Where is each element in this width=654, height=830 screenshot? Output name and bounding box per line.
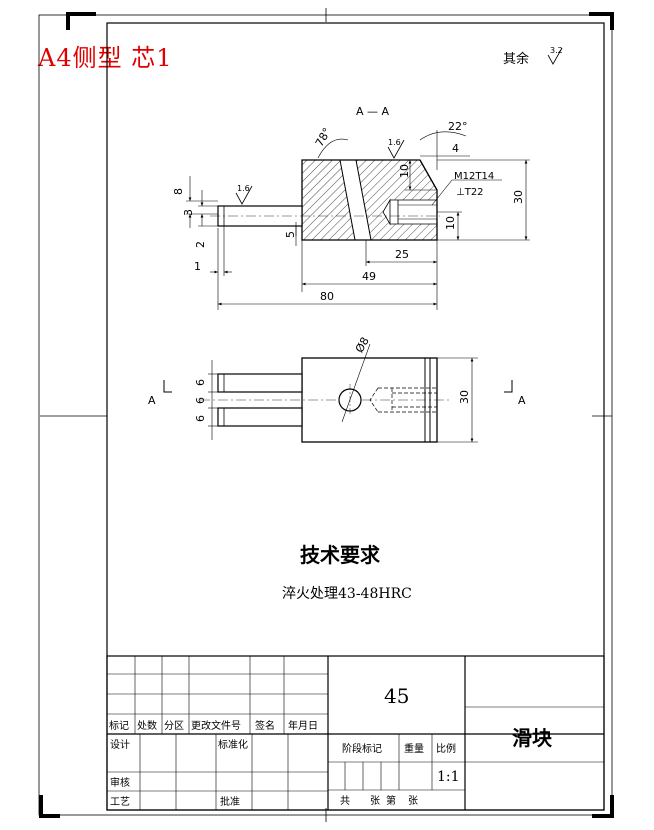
section-title: A — A — [356, 105, 390, 118]
dim-4: 4 — [452, 142, 459, 155]
section-view: A — A — [172, 105, 530, 310]
dim-10-top: 10 — [398, 164, 411, 178]
tb-material: 45 — [384, 684, 409, 708]
angle-78: 78° — [313, 126, 334, 149]
tb-chushu: 处数 — [137, 719, 157, 732]
tech-requirements-heading: 技术要求 — [300, 543, 381, 567]
dim-6-top: 6 — [194, 379, 207, 386]
tb-fenqu: 分区 — [164, 720, 184, 732]
tb-shenhe: 审核 — [110, 776, 130, 789]
tb-jieduan: 阶段标记 — [342, 742, 382, 755]
dim-49: 49 — [362, 270, 376, 283]
tb-nianyueri: 年月日 — [288, 719, 318, 732]
tb-zhongliang: 重量 — [404, 742, 424, 755]
centring-marks — [40, 8, 612, 822]
roughness-rod: 1.6 — [237, 184, 250, 193]
roughness-note: 其余 — [503, 51, 529, 67]
tb-pizhun: 批准 — [220, 795, 240, 808]
plan-view: Ø8 6 6 6 30 A A — [148, 335, 526, 443]
dim-80: 80 — [320, 290, 334, 303]
tb-gengai: 更改文件号 — [191, 719, 241, 732]
tb-gongyi: 工艺 — [110, 796, 130, 808]
roughness-symbol-icon — [235, 139, 405, 205]
tb-zhang2: 张 — [408, 795, 418, 807]
dim-25: 25 — [395, 248, 409, 261]
tb-di: 第 — [386, 794, 396, 807]
title-block — [106, 655, 605, 811]
hole-diameter: Ø8 — [353, 335, 372, 355]
roughness-value: 3.2 — [550, 46, 563, 55]
thread-callout-1: M12T14 — [454, 171, 494, 182]
roughness-top: 1.6 — [388, 138, 401, 147]
dim-5: 5 — [284, 231, 297, 238]
tb-sheji: 设计 — [110, 738, 130, 751]
tb-qianming: 签名 — [255, 719, 275, 732]
sheet-label: A4侧型 芯1 — [38, 44, 173, 72]
tb-biaoji: 标记 — [109, 720, 129, 732]
dim-30-plan: 30 — [458, 390, 471, 404]
dim-3: 3 — [182, 209, 195, 216]
section-mark-right: A — [518, 394, 526, 407]
corner-brackets — [39, 12, 614, 818]
tb-gong: 共 — [340, 795, 350, 807]
angle-22: 22° — [448, 120, 468, 133]
dim-2: 2 — [194, 241, 207, 248]
tb-scale: 1:1 — [437, 769, 460, 785]
dim-6-mid: 6 — [194, 397, 207, 404]
dim-30: 30 — [512, 190, 525, 204]
roughness-symbol-icon — [547, 47, 563, 65]
dim-10-right: 10 — [444, 216, 457, 230]
tb-part-name: 滑块 — [512, 726, 553, 750]
dim-6-bot: 6 — [194, 415, 207, 422]
dim-1: 1 — [194, 260, 201, 273]
tech-requirements-line1: 淬火处理43-48HRC — [282, 586, 412, 602]
tb-zhang1: 张 — [370, 795, 380, 807]
thread-callout-2: ⊥T22 — [456, 187, 484, 198]
tb-bili: 比例 — [436, 742, 456, 755]
dim-8: 8 — [172, 188, 185, 195]
tb-biaozhunhua: 标准化 — [218, 738, 248, 751]
section-mark-left: A — [148, 394, 156, 407]
